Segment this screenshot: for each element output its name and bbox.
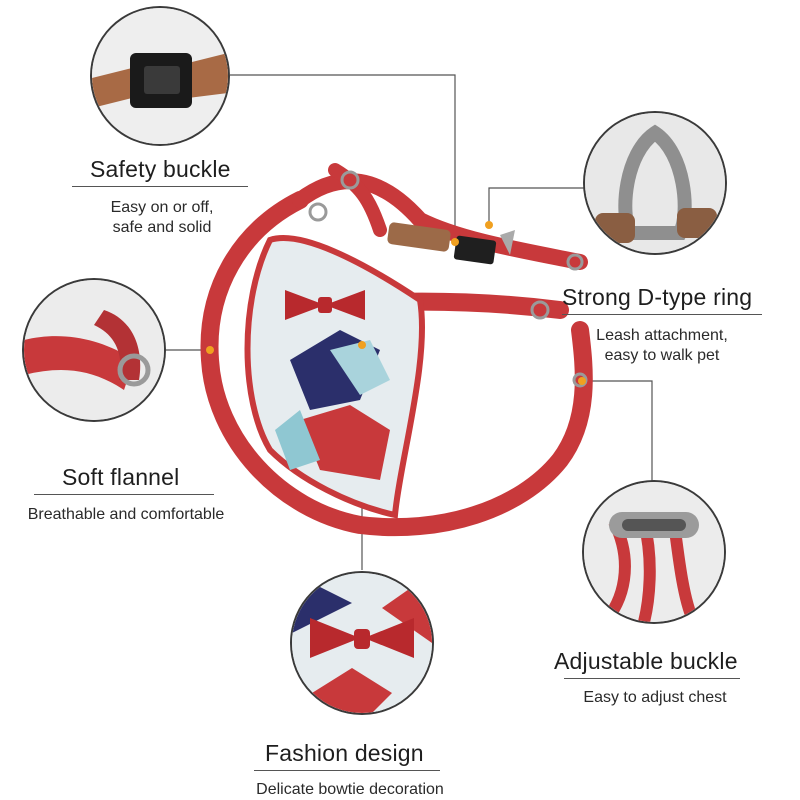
d-ring-underline: [562, 314, 762, 315]
safety-buckle-desc-line-1: Easy on or off,: [110, 199, 214, 216]
fashion-design-desc-line-1: Delicate bowtie decoration: [256, 781, 444, 798]
callout-dots: [206, 221, 586, 385]
soft-flannel-underline: [34, 494, 214, 495]
fashion-design-underline: [254, 770, 440, 771]
d-ring-desc-line-1: Leash attachment,: [596, 327, 728, 344]
soft-flannel-desc: Breathable and comfortable: [6, 505, 246, 525]
harness: [200, 163, 593, 537]
adjustable-buckle-detail-image: [584, 482, 724, 622]
soft-flannel-detail-image: [24, 280, 164, 420]
d-ring-desc: Leash attachment, easy to walk pet: [572, 326, 752, 366]
adjustable-buckle-desc-line-1: Easy to adjust chest: [583, 689, 727, 706]
safety-buckle-underline: [72, 186, 248, 187]
soft-flannel-desc-line-1: Breathable and comfortable: [27, 506, 225, 523]
adjustable-buckle-underline: [564, 678, 740, 679]
d-ring-detail-image: [585, 113, 725, 253]
adjustable-buckle-desc: Easy to adjust chest: [560, 688, 750, 708]
safety-buckle-desc: Easy on or off, safe and solid: [82, 198, 242, 238]
d-ring-title: Strong D-type ring: [562, 284, 753, 310]
safety-buckle-title: Safety buckle: [90, 156, 231, 182]
d-ring-desc-line-2: easy to walk pet: [604, 347, 720, 364]
fashion-design-desc: Delicate bowtie decoration: [232, 780, 468, 800]
adjustable-buckle-title: Adjustable buckle: [554, 648, 738, 674]
fashion-design-title: Fashion design: [265, 740, 424, 766]
fashion-design-detail-image: [292, 573, 432, 713]
soft-flannel-title: Soft flannel: [62, 464, 180, 490]
safety-buckle-detail-image: [92, 8, 228, 144]
safety-buckle-desc-line-2: safe and solid: [112, 219, 212, 236]
